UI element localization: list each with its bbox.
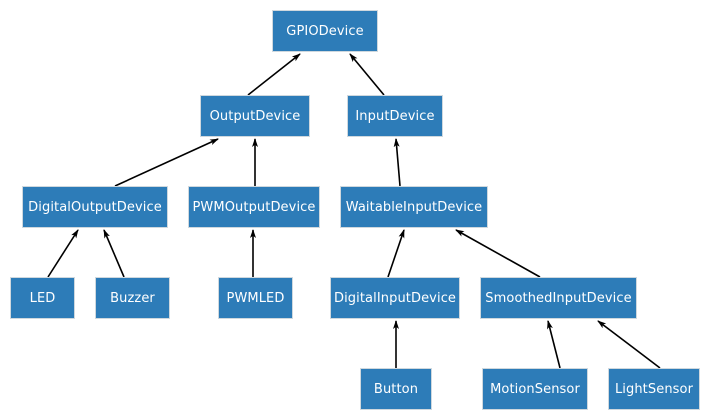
class-node-label: Button xyxy=(373,381,419,397)
class-node-led[interactable]: LED xyxy=(10,277,75,319)
class-node-label: LightSensor xyxy=(614,381,694,397)
inheritance-edge-inputdevice-to-gpiodevice xyxy=(349,53,385,96)
class-node-pwmled[interactable]: PWMLED xyxy=(218,277,293,319)
inheritance-edge-outputdevice-to-gpiodevice xyxy=(247,53,301,96)
class-node-label: OutputDevice xyxy=(209,108,301,124)
class-node-outputdevice[interactable]: OutputDevice xyxy=(200,95,310,137)
class-node-button[interactable]: Button xyxy=(360,368,432,410)
inheritance-edge-digitaloutputdevice-to-outputdevice xyxy=(114,138,219,187)
class-node-label: LED xyxy=(29,290,56,306)
class-node-label: DigitalInputDevice xyxy=(333,290,457,306)
inheritance-edge-waitableinputdevice-to-inputdevice xyxy=(393,138,401,187)
class-node-label: PWMOutputDevice xyxy=(192,199,316,215)
class-node-inputdevice[interactable]: InputDevice xyxy=(347,95,443,137)
class-node-digitaloutputdevice[interactable]: DigitalOutputDevice xyxy=(22,186,168,228)
class-node-smoothedinputdevice[interactable]: SmoothedInputDevice xyxy=(480,277,637,319)
inheritance-edge-lightsensor-to-smoothedinputdevice xyxy=(597,320,661,369)
class-node-label: WaitableInputDevice xyxy=(345,199,483,215)
class-node-waitableinputdevice[interactable]: WaitableInputDevice xyxy=(340,186,488,228)
class-node-label: SmoothedInputDevice xyxy=(485,290,632,306)
class-node-pwmoutputdevice[interactable]: PWMOutputDevice xyxy=(188,186,320,228)
class-node-lightsensor[interactable]: LightSensor xyxy=(608,368,700,410)
class-node-label: Buzzer xyxy=(110,290,155,306)
inheritance-edge-smoothedinputdevice-to-waitableinputdevice xyxy=(455,229,541,278)
class-node-label: DigitalOutputDevice xyxy=(28,199,162,215)
inheritance-edge-led-to-digitaloutputdevice xyxy=(47,229,79,278)
class-node-label: PWMLED xyxy=(226,290,285,306)
class-node-label: GPIODevice xyxy=(286,23,364,39)
class-node-gpiodevice[interactable]: GPIODevice xyxy=(272,10,378,52)
inheritance-edge-digitalinputdevice-to-waitableinputdevice xyxy=(387,229,405,278)
class-node-buzzer[interactable]: Buzzer xyxy=(95,277,170,319)
inheritance-edge-buzzer-to-digitaloutputdevice xyxy=(103,229,125,278)
class-node-label: MotionSensor xyxy=(490,381,580,397)
class-node-label: InputDevice xyxy=(355,108,435,124)
class-node-digitalinputdevice[interactable]: DigitalInputDevice xyxy=(330,277,460,319)
class-node-motionsensor[interactable]: MotionSensor xyxy=(482,368,588,410)
inheritance-edge-motionsensor-to-smoothedinputdevice xyxy=(547,320,561,369)
